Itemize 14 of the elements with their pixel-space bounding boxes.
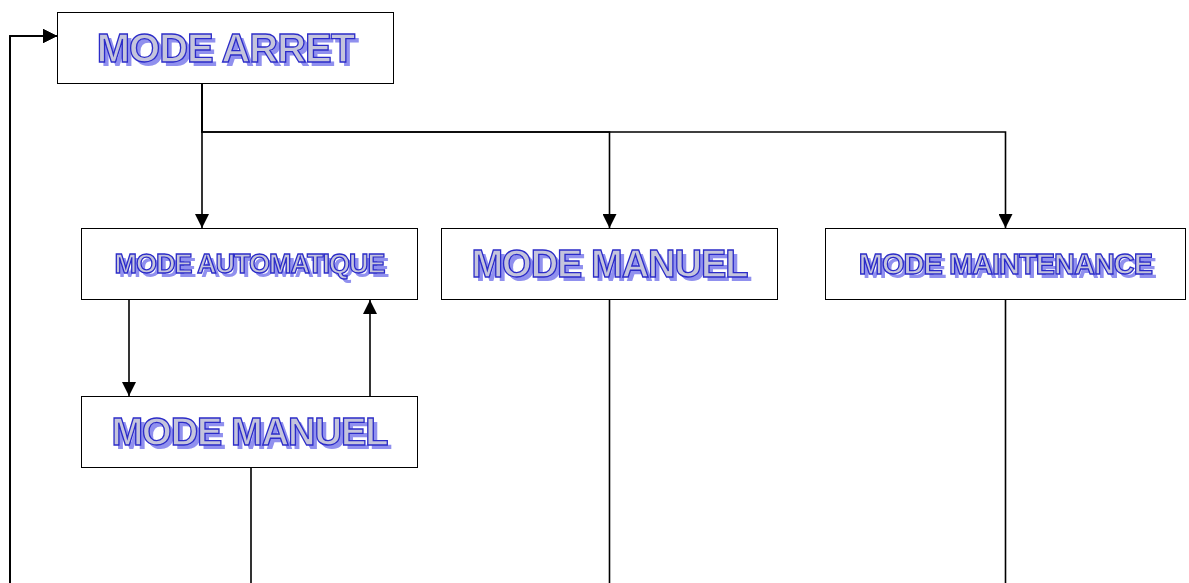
mode-label: MODE MAINTENANCE [858, 247, 1153, 281]
mode-label: MODE AUTOMATIQUE [114, 248, 385, 280]
mode-box [825, 228, 1186, 300]
mode-label: MODE ARRET [96, 25, 355, 71]
arrow [201, 83, 1013, 229]
mode-box [441, 228, 778, 300]
mode-box [81, 396, 418, 468]
mode-box [81, 228, 418, 300]
arrow [9, 29, 1007, 583]
mode-box [57, 12, 394, 84]
mode-label: MODE MANUEL [111, 410, 388, 454]
arrow [122, 299, 136, 397]
mode-label: MODE MANUEL [471, 242, 748, 286]
arrow [363, 299, 377, 397]
